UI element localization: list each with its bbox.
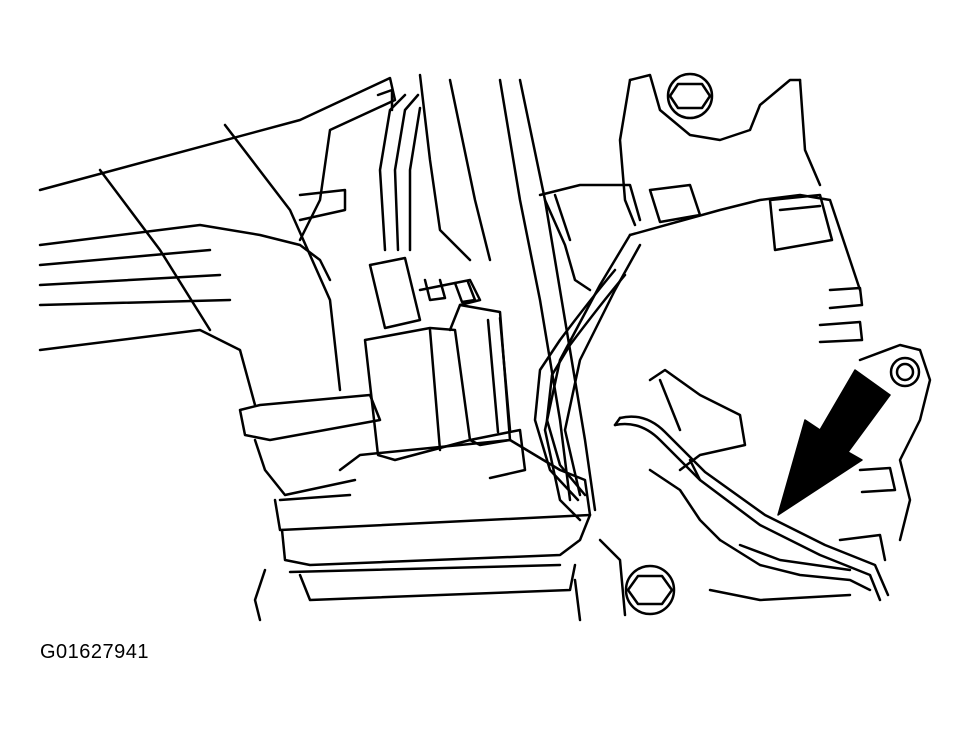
- electrical-connector: [363, 93, 527, 480]
- callout-arrow: [777, 369, 891, 516]
- bracket-with-bolt: [618, 72, 822, 227]
- hose-clamp: [238, 393, 382, 502]
- sensor-wire: [533, 268, 890, 602]
- pump-housing: [253, 73, 597, 622]
- lower-bolt: [598, 538, 676, 617]
- hose-assembly: [38, 76, 397, 407]
- sensor-bracket: [538, 183, 932, 602]
- arrow-pointing-down-left-icon: [777, 369, 891, 516]
- line-art-illustration: [38, 72, 932, 622]
- figure-id-label: G01627941: [40, 641, 150, 663]
